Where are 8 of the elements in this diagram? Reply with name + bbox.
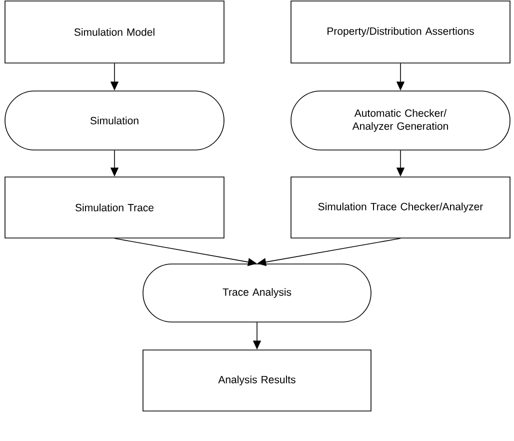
rounded-process-box: Automatic Checker/ Analyzer Generation — [290, 90, 510, 150]
rounded-process-box: Simulation — [4, 90, 224, 150]
process-box: Analysis Results — [142, 350, 372, 412]
process-box: Property/Distribution Assertions — [290, 0, 510, 64]
process-box: Simulation Model — [4, 0, 224, 64]
process-box: Simulation Trace — [4, 176, 224, 238]
process-box: Simulation Trace Checker/Analyzer — [290, 176, 510, 238]
rounded-process-box: Trace Analysis — [142, 264, 372, 322]
